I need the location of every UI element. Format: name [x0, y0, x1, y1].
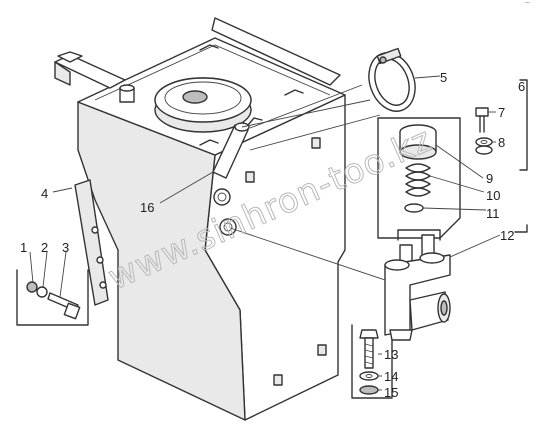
callout-15: 15 [384, 385, 398, 400]
callout-labels: 1 2 3 4 5 6 7 8 9 10 11 12 13 14 15 16 [20, 70, 525, 400]
callout-1: 1 [20, 240, 27, 255]
corner-mark: ¯ [524, 2, 530, 11]
callout-16: 16 [140, 200, 154, 215]
leader-lines [29, 75, 501, 391]
fuel-tank-body [54, 17, 346, 421]
callout-9: 9 [486, 171, 493, 186]
filter-assembly [377, 79, 528, 239]
callout-8: 8 [498, 135, 505, 150]
callout-7: 7 [498, 105, 505, 120]
callout-14: 14 [384, 369, 398, 384]
callout-11: 11 [486, 206, 500, 221]
callout-5: 5 [440, 70, 447, 85]
callout-6: 6 [518, 79, 525, 94]
callout-4: 4 [41, 186, 48, 201]
fastener-group-left [16, 269, 89, 326]
callout-3: 3 [62, 240, 69, 255]
valve-body-part-12 [384, 229, 451, 341]
callout-13: 13 [384, 347, 398, 362]
callout-2: 2 [41, 240, 48, 255]
clamp-part-5 [368, 47, 416, 112]
callout-10: 10 [486, 188, 500, 203]
callout-12: 12 [500, 228, 514, 243]
